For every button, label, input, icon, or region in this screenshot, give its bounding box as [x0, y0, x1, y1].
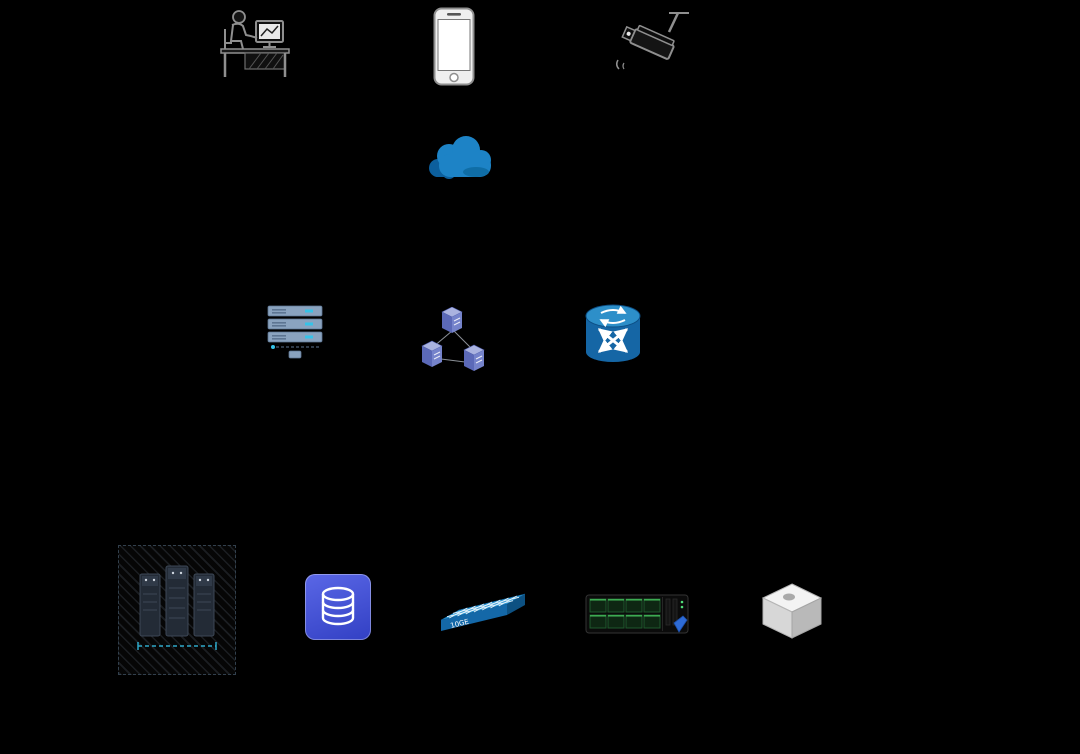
- router-node: [584, 303, 642, 367]
- server-cluster-node: [419, 307, 491, 379]
- appliance-cube-icon: [761, 583, 823, 639]
- switch-10ge-node: 10GE: [439, 587, 527, 632]
- storage-array-node: [265, 304, 325, 362]
- cloud-icon: [429, 136, 491, 179]
- cloud-node: [418, 127, 498, 185]
- smartphone-node: [433, 7, 475, 86]
- storage-array-icon: [267, 305, 323, 359]
- smartphone-icon: [433, 7, 475, 86]
- server-rack-photo-icon: [137, 565, 217, 650]
- server-rack-node: [118, 545, 236, 675]
- database-node: [305, 574, 371, 640]
- user-at-desk-icon: [220, 10, 290, 77]
- database-icon: [321, 586, 355, 626]
- camera-node: [612, 10, 690, 76]
- appliance-cube-node: [760, 582, 824, 640]
- ethernet-switch-icon: 10GE: [440, 593, 526, 631]
- server-cluster-icon: [421, 307, 485, 372]
- blade-chassis-node: [585, 591, 689, 636]
- blade-chassis-icon: [585, 594, 689, 634]
- workstation-node: [215, 5, 295, 83]
- cctv-camera-icon: [615, 12, 689, 70]
- router-icon: [585, 304, 641, 362]
